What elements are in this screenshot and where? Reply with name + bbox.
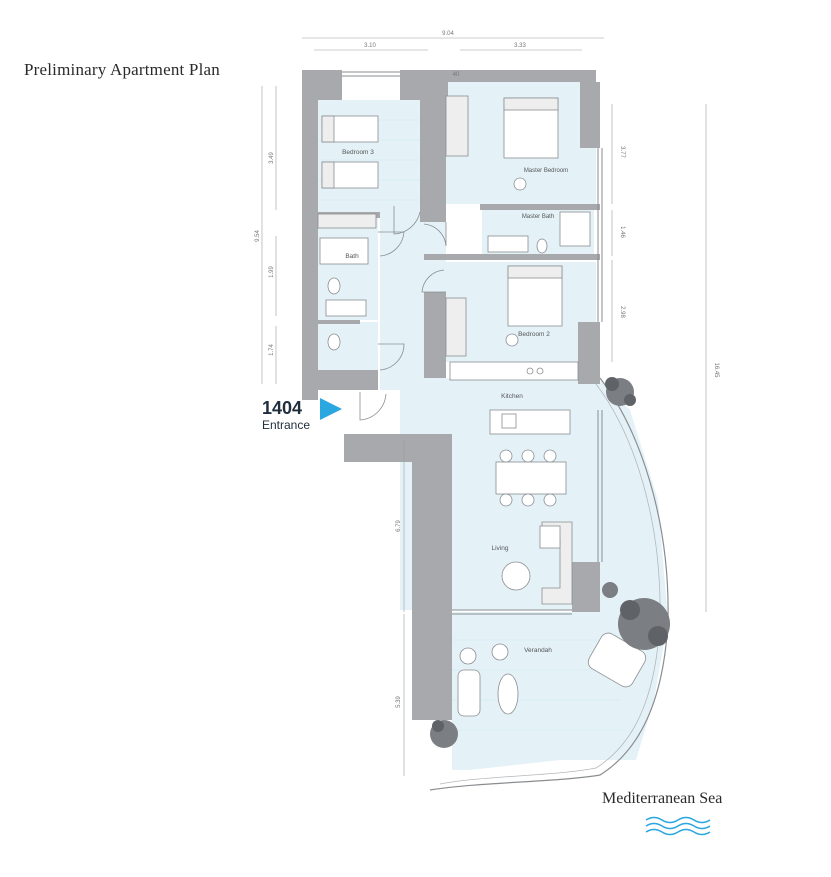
label-verandah: Verandah [524,647,552,654]
svg-text:3.49: 3.49 [269,152,275,164]
wall-living-right [572,562,600,612]
svg-text:1.74: 1.74 [269,344,275,356]
verandah-table [497,673,519,715]
label-master-bedroom: Master Bedroom [524,168,568,174]
door-bedroom3 [393,206,421,235]
svg-text:2.98: 2.98 [619,306,625,318]
svg-text:40: 40 [453,72,460,78]
svg-text:6.79: 6.79 [396,520,402,532]
unit-number: 1404 [262,398,303,418]
walls [302,70,600,720]
wardrobe-3 [317,213,377,229]
sea-label: Mediterranean Sea [602,790,723,807]
wall-long-left [412,434,452,720]
wall-center-col [420,70,446,222]
room-labels: Bedroom 3 Master Bedroom Master Bath Bat… [342,149,568,654]
door-bedroom2 [421,269,446,293]
door-entrance [359,392,387,421]
svg-text:9.54: 9.54 [255,230,261,242]
svg-text:1.99: 1.99 [269,266,275,278]
verandah-rail [429,377,669,791]
kitchen-counter [449,361,579,381]
wall-bath-wc [318,320,360,324]
svg-text:9.04: 9.04 [442,31,454,37]
dimension-lines [261,37,707,776]
label-living: Living [492,545,509,552]
wall-bottom-left [302,370,378,390]
wall-entry-block [344,434,412,462]
page-title: Preliminary Apartment Plan [24,60,220,79]
entrance-arrow-icon [320,398,342,420]
wall-right-col [580,82,600,148]
wave-icon [645,816,711,836]
lounger [457,669,481,717]
door-bath [378,231,405,257]
doors [359,206,447,421]
floor-wc [318,322,378,370]
svg-text:1.46: 1.46 [619,226,625,238]
label-kitchen: Kitchen [501,393,523,400]
door-master [423,222,447,247]
dimension-labels: 9.04 3.10 3.33 40 9.54 3.49 1.99 1.74 3.… [255,31,719,708]
plants [430,377,670,748]
svg-text:3.33: 3.33 [514,43,526,49]
wall-master-split [480,204,600,210]
entrance-label: Entrance [262,418,311,432]
wall-right-lower [578,322,600,384]
wall-bed2-top [424,254,600,260]
svg-text:5.39: 5.39 [396,696,402,708]
svg-text:16.45: 16.45 [713,362,719,378]
label-bedroom3: Bedroom 3 [342,149,374,156]
windows [342,71,603,615]
label-bedroom2: Bedroom 2 [518,331,550,338]
wall-left-outer [302,70,318,400]
master-shower [559,211,591,247]
svg-text:3.10: 3.10 [364,43,376,49]
label-bath: Bath [345,253,359,260]
furniture [317,95,647,717]
wall-bed2-left [424,292,446,378]
door-wc [378,343,405,371]
wall-top-right [446,70,596,82]
svg-text:3.77: 3.77 [619,146,625,158]
label-master-bath: Master Bath [522,214,554,220]
master-vanity [487,235,529,253]
bathtub [319,237,369,265]
dining-table [495,461,567,495]
coffee-table [501,561,531,591]
verandah-rail-inner [439,383,661,785]
master-wardrobe [445,95,469,157]
wardrobe-2 [445,297,467,357]
